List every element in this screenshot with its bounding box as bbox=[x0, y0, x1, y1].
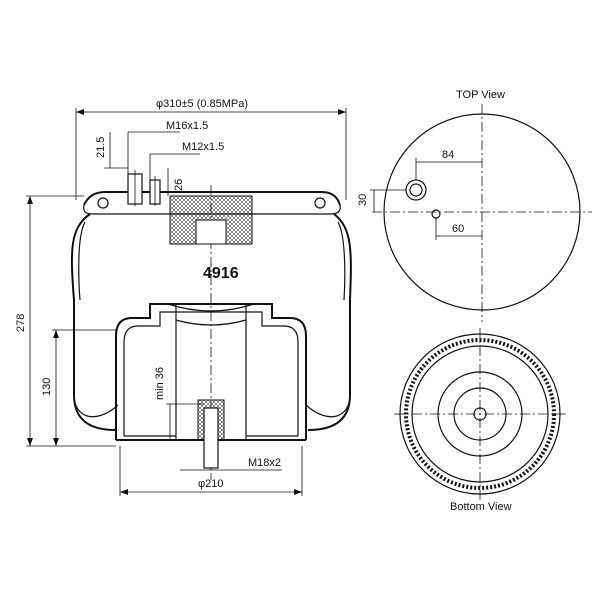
piston-outer bbox=[115, 303, 307, 440]
piston-cap bbox=[167, 303, 255, 312]
dim-height-26: 26 bbox=[173, 179, 185, 191]
dim-bottom-thread: M18x2 bbox=[248, 457, 281, 469]
piston-cap-inner bbox=[175, 319, 247, 326]
top-view-stud-large-inner bbox=[409, 183, 423, 197]
dim-top-30: 30 bbox=[357, 194, 369, 206]
dim-top-60: 60 bbox=[452, 223, 464, 235]
bottom-thread-hole bbox=[203, 407, 219, 469]
dim-overall-diameter: φ310±5 (0.85MPa) bbox=[156, 98, 248, 110]
arrow-210-right bbox=[294, 489, 302, 495]
top-plate bbox=[83, 191, 341, 206]
arrow-left bbox=[76, 109, 84, 115]
bellow-right-inner bbox=[337, 221, 346, 301]
top-view-stud-large-outer bbox=[405, 179, 427, 201]
lobe-right bbox=[305, 394, 351, 418]
arrow-210-left bbox=[120, 489, 128, 495]
side-section-view: 4916 φ310±5 (0.85MPa) M16x1.5 M12x1.5 21… bbox=[15, 98, 352, 496]
arrow-278-bottom bbox=[27, 438, 33, 446]
arrow-130-bottom bbox=[53, 438, 59, 446]
bellow-right bbox=[307, 213, 352, 431]
arrow-278-top bbox=[27, 196, 33, 204]
bellow-left-inner bbox=[78, 221, 86, 301]
dim-offset-21-5: 21.5 bbox=[95, 137, 107, 158]
dim-bottom-diameter: φ210 bbox=[198, 478, 224, 490]
dim-overall-height: 278 bbox=[15, 314, 27, 332]
piston-inner bbox=[123, 311, 299, 436]
arrow-130-top bbox=[53, 330, 59, 338]
dim-stud-m12: M12x1.5 bbox=[182, 141, 224, 153]
dim-stud-m16: M16x1.5 bbox=[166, 120, 208, 132]
top-view-title: TOP View bbox=[456, 89, 505, 101]
piston-column bbox=[175, 304, 247, 440]
top-insert bbox=[195, 219, 227, 245]
bottom-view-bead-ring bbox=[404, 338, 556, 490]
dim-lower-height: 130 bbox=[41, 378, 53, 396]
bead-right bbox=[314, 197, 326, 209]
arrow-right bbox=[338, 109, 346, 115]
part-number: 4916 bbox=[203, 265, 239, 282]
bottom-view: Bottom View bbox=[394, 328, 566, 513]
bead-left bbox=[97, 197, 109, 209]
top-view: TOP View 84 30 60 bbox=[357, 89, 592, 322]
bellow-left bbox=[70, 213, 116, 431]
lobe-left bbox=[73, 394, 119, 418]
dim-top-84: 84 bbox=[442, 149, 454, 161]
dim-min-36: min 36 bbox=[154, 367, 166, 400]
bottom-view-title: Bottom View bbox=[450, 501, 512, 513]
top-view-stud-small bbox=[431, 209, 441, 219]
